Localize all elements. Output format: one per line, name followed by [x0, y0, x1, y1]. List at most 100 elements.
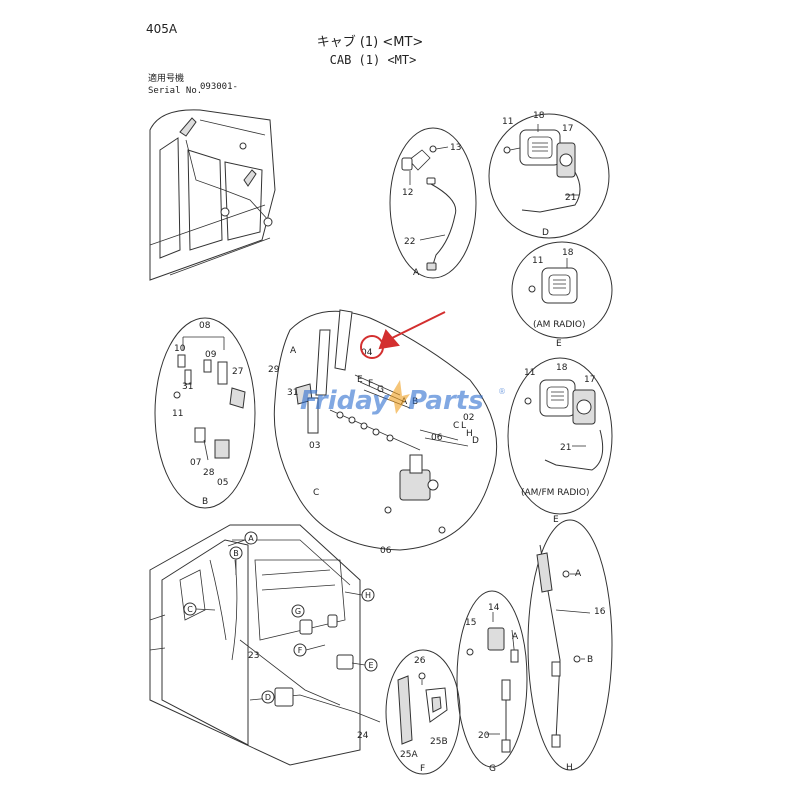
- bubble-e-amfm-letter: E: [553, 515, 559, 525]
- svg-text:C: C: [313, 488, 319, 498]
- svg-text:D: D: [542, 228, 549, 238]
- svg-text:22: 22: [404, 237, 415, 247]
- svg-text:21: 21: [565, 193, 576, 203]
- svg-text:A: A: [401, 397, 408, 407]
- svg-text:D: D: [265, 693, 271, 702]
- svg-text:18: 18: [556, 363, 568, 373]
- cab-callout-b: B: [229, 546, 243, 575]
- bubble-e-am-letter: E: [556, 339, 562, 349]
- svg-text:13: 13: [450, 143, 461, 153]
- detail-bubble-e-am: 11 18 (AM RADIO): [511, 241, 613, 339]
- cab-callout-a: A: [227, 531, 258, 547]
- highlight-arrow: [378, 311, 446, 350]
- svg-text:F: F: [420, 764, 425, 774]
- svg-text:04: 04: [361, 348, 373, 358]
- svg-text:16: 16: [594, 607, 606, 617]
- svg-text:F: F: [298, 646, 303, 655]
- detail-bubble-c: 04 A 29 E F G A B 31 03 02 06 C L H D 06…: [268, 309, 498, 556]
- svg-text:08: 08: [199, 321, 211, 331]
- svg-text:25A: 25A: [400, 750, 418, 760]
- svg-text:27: 27: [232, 367, 243, 377]
- svg-text:H: H: [466, 429, 473, 439]
- svg-text:31: 31: [182, 382, 193, 392]
- svg-text:11: 11: [172, 409, 183, 419]
- title-jp: キャブ (1) <MT>: [317, 34, 424, 50]
- svg-text:G: G: [489, 764, 496, 774]
- serial-label-en: Serial No.: [148, 86, 202, 96]
- cab-callout-24: 24: [357, 731, 369, 741]
- svg-text:11: 11: [532, 256, 543, 266]
- svg-text:15: 15: [465, 618, 476, 628]
- svg-text:17: 17: [562, 124, 573, 134]
- svg-text:G: G: [377, 385, 384, 395]
- svg-text:G: G: [295, 607, 301, 616]
- svg-text:02: 02: [463, 413, 474, 423]
- svg-text:(AM RADIO): (AM RADIO): [533, 320, 586, 330]
- svg-text:H: H: [365, 591, 371, 600]
- serial-value: 093001-: [200, 82, 238, 92]
- svg-text:A: A: [575, 569, 582, 579]
- svg-text:26: 26: [414, 656, 426, 666]
- svg-text:18: 18: [562, 248, 574, 258]
- svg-text:18: 18: [533, 111, 545, 121]
- cab-callout-c: C: [183, 602, 216, 616]
- svg-text:06: 06: [431, 433, 443, 443]
- svg-text:A: A: [413, 268, 420, 278]
- svg-text:11: 11: [524, 368, 535, 378]
- cab-callout-23: 23: [248, 651, 259, 661]
- svg-text:B: B: [412, 397, 418, 407]
- svg-text:17: 17: [584, 375, 595, 385]
- cab-callout-g: G: [291, 604, 305, 618]
- svg-text:L: L: [461, 421, 466, 431]
- page-code: 405A: [146, 22, 178, 36]
- svg-text:D: D: [472, 436, 479, 446]
- detail-bubble-e-amfm: 11 18 17 21 (AM/FM RADIO): [507, 357, 613, 515]
- detail-bubble-b: 08 10 09 31 27 11 07 28 05 B: [154, 317, 256, 509]
- svg-text:31: 31: [287, 388, 298, 398]
- detail-bubble-a: 13 12 22 A: [389, 127, 477, 279]
- cab-callout-h: H: [344, 588, 375, 602]
- svg-text:05: 05: [217, 478, 228, 488]
- svg-text:07: 07: [190, 458, 201, 468]
- svg-text:F: F: [368, 379, 373, 389]
- svg-text:21: 21: [560, 443, 571, 453]
- svg-text:28: 28: [203, 468, 215, 478]
- svg-text:10: 10: [174, 344, 186, 354]
- svg-text:E: E: [357, 375, 363, 385]
- svg-text:25B: 25B: [430, 737, 448, 747]
- svg-text:09: 09: [205, 350, 217, 360]
- svg-text:B: B: [202, 497, 208, 507]
- title-en: CAB (1) <MT>: [330, 53, 417, 67]
- svg-text:12: 12: [402, 188, 413, 198]
- cab-callout-f: F: [293, 643, 326, 657]
- cab-overview-drawing: [149, 109, 276, 281]
- svg-text:C: C: [453, 421, 459, 431]
- svg-text:B: B: [233, 549, 239, 558]
- detail-bubble-h: A 16 B H: [527, 519, 613, 773]
- svg-text:E: E: [368, 661, 373, 670]
- detail-bubble-d: 11 18 17 21 D: [488, 111, 610, 239]
- svg-text:29: 29: [268, 365, 280, 375]
- svg-text:11: 11: [502, 117, 513, 127]
- svg-text:H: H: [566, 763, 573, 773]
- svg-text:06: 06: [380, 546, 392, 556]
- svg-text:®: ®: [498, 387, 506, 396]
- svg-text:C: C: [187, 605, 193, 614]
- svg-text:14: 14: [488, 603, 500, 613]
- cab-callout-d: D: [261, 690, 275, 704]
- svg-text:(AM/FM RADIO): (AM/FM RADIO): [521, 488, 590, 498]
- svg-text:03: 03: [309, 441, 320, 451]
- detail-bubble-f: 26 25A 25B F: [385, 649, 461, 775]
- svg-text:A: A: [290, 346, 297, 356]
- friday-parts-watermark: Friday Parts ®: [300, 380, 506, 416]
- svg-text:B: B: [587, 655, 593, 665]
- cab-callout-e: E: [351, 658, 378, 672]
- svg-text:A: A: [512, 632, 519, 642]
- cab-main-drawing: [149, 524, 381, 766]
- svg-text:Parts: Parts: [408, 386, 484, 416]
- svg-text:Friday: Friday: [300, 386, 390, 416]
- detail-bubble-g: 14 15 A 20 G: [456, 590, 528, 774]
- svg-text:20: 20: [478, 731, 490, 741]
- serial-label-jp: 適用号機: [148, 72, 184, 84]
